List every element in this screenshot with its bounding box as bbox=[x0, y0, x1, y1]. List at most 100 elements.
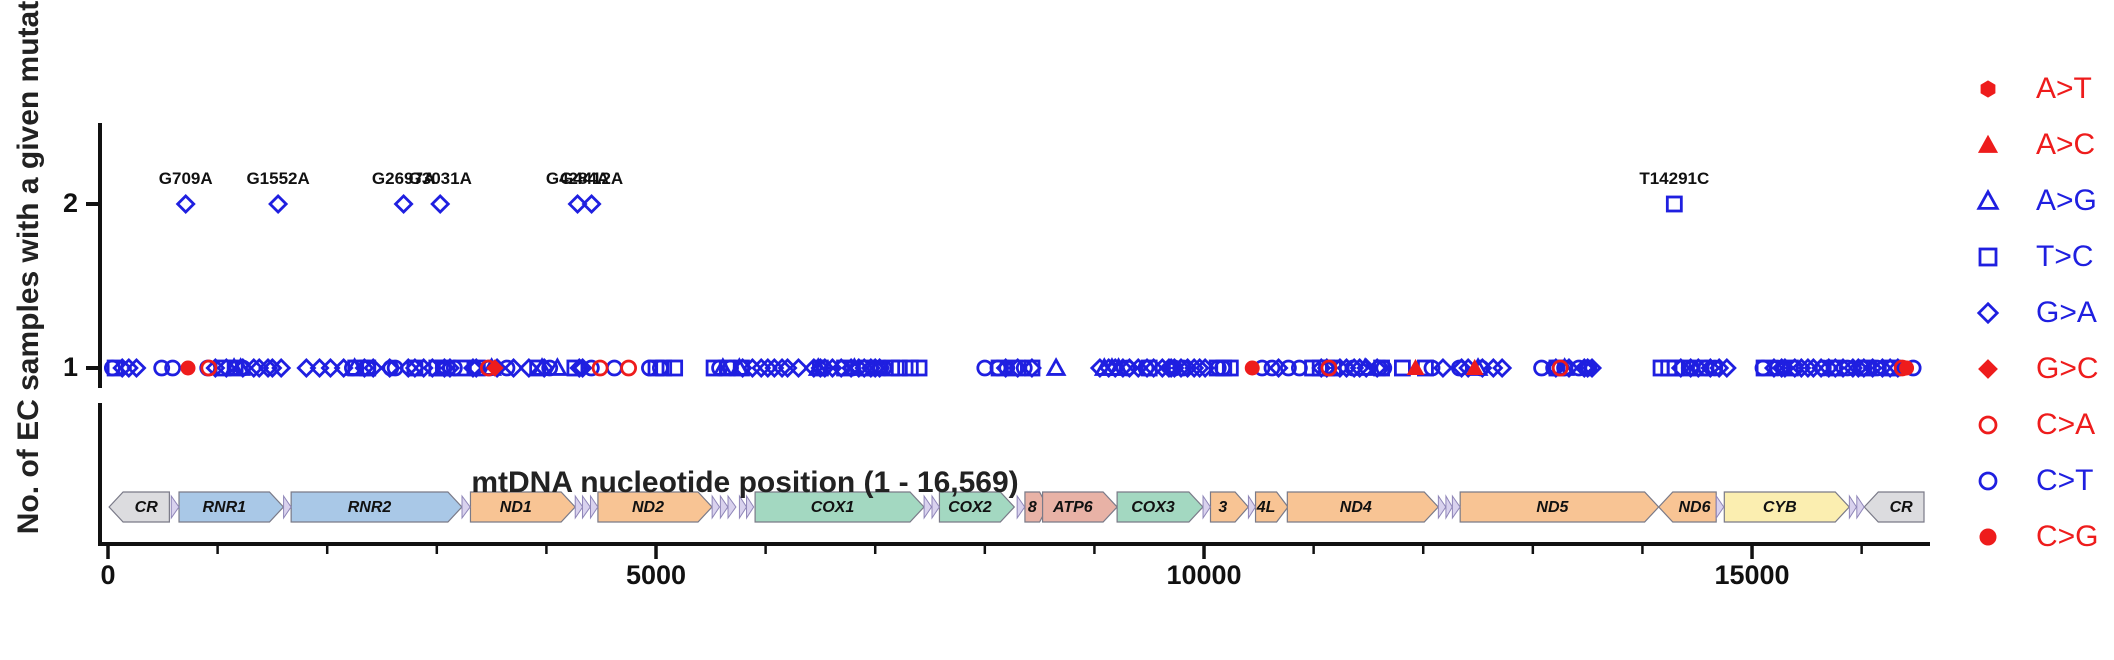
gene-label: ND4 bbox=[1340, 499, 1372, 516]
legend-label: G>A bbox=[2036, 296, 2097, 329]
trna-marker bbox=[923, 494, 933, 520]
point-annotation-label: G1552A bbox=[246, 169, 309, 188]
y-tick-label: 1 bbox=[63, 352, 78, 382]
point-t-to-c bbox=[1858, 359, 1876, 377]
point-g-to-a bbox=[1574, 357, 1595, 379]
point-c-to-t bbox=[582, 359, 600, 377]
point-a-to-c bbox=[1465, 358, 1484, 375]
trna-marker bbox=[1247, 494, 1257, 520]
point-annotation-label: T14291C bbox=[1639, 169, 1709, 188]
point-t-to-c bbox=[1006, 359, 1023, 377]
x-tick-label: 10000 bbox=[1166, 560, 1241, 590]
annotated-point bbox=[581, 193, 602, 215]
gene-label: 3 bbox=[1218, 499, 1227, 516]
gene-nd4 bbox=[1286, 491, 1440, 523]
point-a-to-g bbox=[712, 357, 734, 376]
point-c-to-t bbox=[1814, 359, 1832, 377]
point-a-to-g bbox=[728, 357, 750, 376]
trna-marker bbox=[1445, 494, 1453, 520]
trna-marker bbox=[931, 494, 940, 520]
point-c-to-g bbox=[1244, 360, 1260, 376]
point-g-to-a bbox=[518, 357, 539, 379]
gene-label: COX1 bbox=[811, 499, 855, 516]
gene-cr bbox=[108, 491, 170, 523]
gene-cr bbox=[1863, 491, 1925, 523]
gene-cox3 bbox=[1116, 491, 1204, 523]
point-c-to-a bbox=[1551, 359, 1569, 377]
point-g-to-a bbox=[503, 357, 524, 379]
point-c-to-t bbox=[386, 359, 404, 377]
gene-label: CR bbox=[1890, 499, 1914, 516]
x-tick-label: 0 bbox=[100, 560, 115, 590]
trna-marker bbox=[581, 494, 591, 520]
gene-3 bbox=[1209, 491, 1250, 523]
gene-rnr1 bbox=[178, 491, 285, 523]
gene-label: RNR2 bbox=[348, 499, 392, 516]
legend-marker bbox=[1977, 134, 1999, 153]
point-g-to-a bbox=[1803, 357, 1824, 379]
trna-marker bbox=[1016, 494, 1026, 520]
point-annotation-label: G3031A bbox=[409, 169, 472, 188]
point-a-to-g bbox=[344, 357, 366, 376]
legend-marker bbox=[1978, 415, 1998, 435]
gene-label: ATP6 bbox=[1052, 499, 1093, 516]
point-t-to-c bbox=[901, 359, 919, 377]
point-g-to-c bbox=[486, 359, 504, 377]
gene-cox1 bbox=[754, 491, 925, 523]
legend-label: A>T bbox=[2036, 72, 2092, 105]
gene-label: COX3 bbox=[1131, 499, 1175, 516]
point-t-to-c bbox=[452, 359, 470, 377]
annotated-point bbox=[567, 193, 588, 215]
point-c-to-t bbox=[1166, 359, 1183, 377]
point-t-to-c bbox=[434, 359, 452, 377]
point-t-to-c bbox=[1781, 359, 1799, 377]
point-annotation-label: G2697A bbox=[372, 169, 435, 188]
annotated-point bbox=[393, 193, 414, 215]
point-t-to-c bbox=[1394, 359, 1411, 377]
point-t-to-c bbox=[910, 359, 928, 377]
point-t-to-c bbox=[1755, 359, 1773, 377]
point-c-to-a bbox=[591, 359, 609, 377]
point-g-to-a bbox=[126, 357, 147, 379]
point-annotation-label: G4412A bbox=[560, 169, 623, 188]
y-axis-title: No. of EC samples with a given mutation bbox=[12, 0, 45, 534]
gene-label: ND2 bbox=[632, 499, 664, 516]
gene-label: RNR1 bbox=[202, 499, 246, 516]
point-g-to-a bbox=[764, 357, 785, 379]
point-a-to-g bbox=[546, 357, 568, 376]
annotated-point bbox=[268, 193, 289, 215]
point-g-to-a bbox=[296, 357, 317, 379]
legend-label: A>C bbox=[2036, 128, 2095, 161]
gene-nd6 bbox=[1657, 491, 1717, 523]
gene-label: ND6 bbox=[1678, 499, 1710, 516]
trna-marker bbox=[746, 494, 755, 520]
trna-marker bbox=[1202, 494, 1211, 520]
gene-nd1 bbox=[469, 491, 576, 523]
gene-cox2 bbox=[938, 491, 1016, 523]
point-c-to-g bbox=[180, 360, 196, 376]
point-g-to-a bbox=[271, 357, 292, 379]
point-g-to-a bbox=[1112, 357, 1133, 379]
gene-rnr2 bbox=[290, 491, 463, 523]
point-t-to-c bbox=[1692, 359, 1709, 377]
point-annotation-label: G709A bbox=[159, 169, 213, 188]
legend-marker bbox=[1976, 188, 2000, 210]
legend: A>TA>CA>GT>CG>AG>CC>AC>TC>G bbox=[1976, 72, 2099, 553]
legend-marker bbox=[1978, 471, 1998, 491]
point-g-to-a bbox=[257, 357, 279, 379]
point-c-to-a bbox=[1320, 359, 1338, 377]
gene-label: ND1 bbox=[500, 499, 532, 516]
point-a-to-g bbox=[531, 357, 553, 376]
point-t-to-c bbox=[1023, 359, 1041, 377]
legend-marker bbox=[1978, 359, 1998, 379]
trna-marker bbox=[1451, 494, 1461, 520]
legend-marker bbox=[1980, 80, 1996, 98]
point-t-to-c bbox=[1674, 359, 1692, 377]
point-t-to-c bbox=[106, 359, 124, 377]
point-a-to-g bbox=[807, 357, 829, 376]
annotated-point bbox=[430, 193, 451, 215]
point-c-to-t bbox=[1280, 359, 1297, 377]
x-tick-label: 15000 bbox=[1714, 560, 1789, 590]
